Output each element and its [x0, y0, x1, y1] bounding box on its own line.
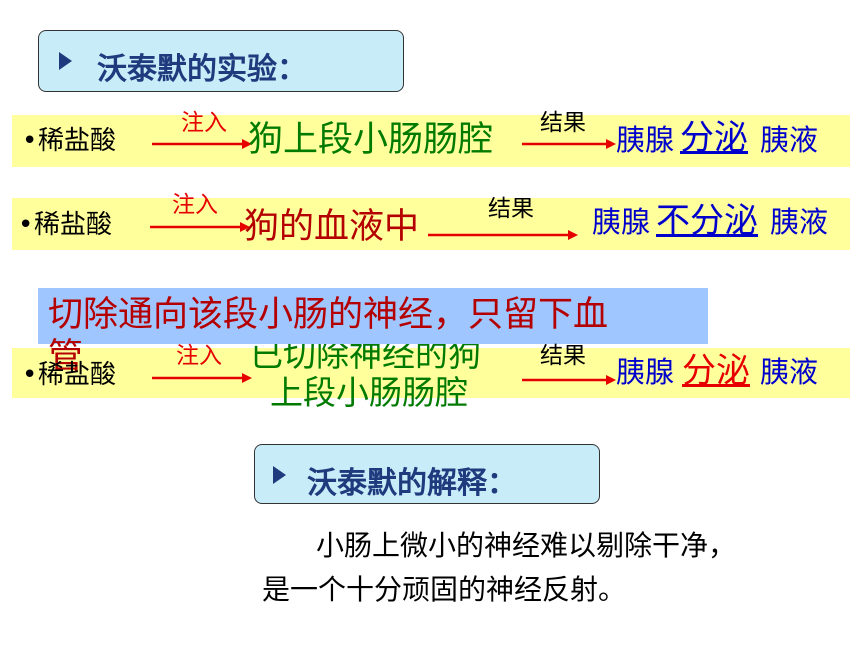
explanation-line1: 小肠上微小的神经难以剔除干净， [316, 529, 737, 562]
row3-outcome-key: 分泌 [682, 351, 750, 391]
row2-reagent: 稀盐酸 [34, 210, 113, 240]
row2-result-arrow [428, 230, 578, 240]
experiment-title: 沃泰默的实验： [97, 52, 307, 87]
row2-outcome-pre: 胰腺 [592, 205, 651, 239]
bullet-triangle-icon [59, 52, 72, 70]
row2-target: 狗的血液中 [244, 207, 420, 247]
explanation-title-box: 沃泰默的解释： [254, 444, 600, 504]
row1-band [12, 115, 850, 167]
row1-result-label: 结果 [540, 110, 586, 136]
explanation-title: 沃泰默的解释： [307, 466, 517, 501]
row1-target: 狗上段小肠肠腔 [248, 120, 494, 160]
row1-inject-label: 注入 [181, 110, 227, 136]
nerve-removal-callout [38, 288, 708, 344]
row2-inject-label: 注入 [172, 192, 218, 218]
row2-bullet: • [18, 210, 34, 240]
row3-result-label: 结果 [540, 343, 586, 369]
row2-inject-arrow [150, 222, 250, 232]
row2-band [12, 198, 850, 250]
row1-outcome-post: 胰液 [760, 123, 819, 157]
row3-outcome-pre: 胰腺 [616, 355, 675, 389]
row3-inject-label: 注入 [176, 343, 222, 369]
row3-target-line2: 上段小肠肠腔 [270, 373, 468, 412]
row2-result-label: 结果 [488, 196, 534, 222]
bullet-triangle-icon [273, 466, 286, 484]
row1-bullet: • [22, 126, 38, 156]
row3-bullet: • [22, 360, 38, 390]
explanation-line2: 是一个十分顽固的神经反射。 [262, 573, 627, 606]
row1-result-arrow [522, 139, 616, 149]
row2-outcome-key: 不分泌 [656, 201, 758, 241]
experiment-title-box: 沃泰默的实验： [38, 30, 404, 92]
row3-inject-arrow [152, 373, 252, 383]
row3-result-arrow [522, 375, 616, 385]
row3-outcome-post: 胰液 [760, 355, 819, 389]
callout-line2: 管 [48, 337, 84, 377]
row1-outcome-key: 分泌 [680, 118, 748, 158]
callout-line1: 切除通向该段小肠的神经，只留下血 [48, 295, 609, 335]
row3-reagent: 稀盐酸 [38, 360, 117, 390]
row1-outcome-pre: 胰腺 [616, 123, 675, 157]
row1-reagent: 稀盐酸 [38, 126, 117, 156]
row1-inject-arrow [152, 139, 252, 149]
row3-band [12, 348, 850, 398]
row2-outcome-post: 胰液 [770, 205, 829, 239]
